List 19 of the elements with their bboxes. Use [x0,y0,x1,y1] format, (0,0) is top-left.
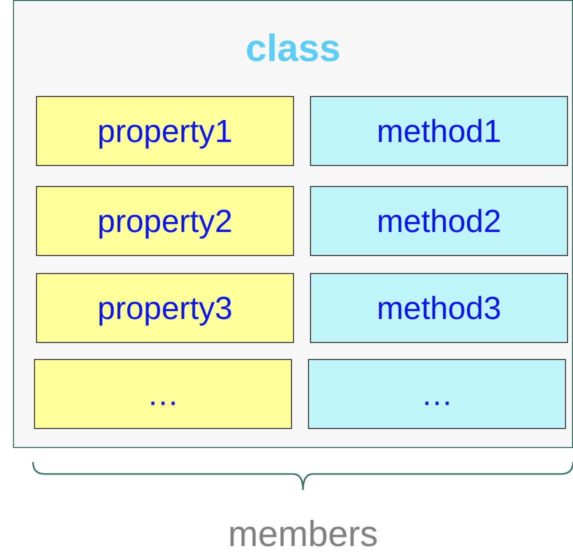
member-name: property1 [97,112,233,151]
property-box [36,96,294,166]
member-name: property3 [97,289,233,328]
member-name: method1 [376,112,502,151]
property-box [34,359,292,429]
class-title: class [244,27,342,72]
member-name: method3 [376,289,502,328]
member-name: … [147,375,179,414]
property-box [36,273,294,343]
member-name: property2 [97,202,233,241]
method-box [310,96,568,166]
method-box [310,273,568,343]
member-name: method2 [376,202,502,241]
method-box [310,186,568,256]
member-name: … [421,375,453,414]
class-container [13,0,573,448]
brace-label: members [226,512,380,556]
method-box [308,359,566,429]
property-box [36,186,294,256]
